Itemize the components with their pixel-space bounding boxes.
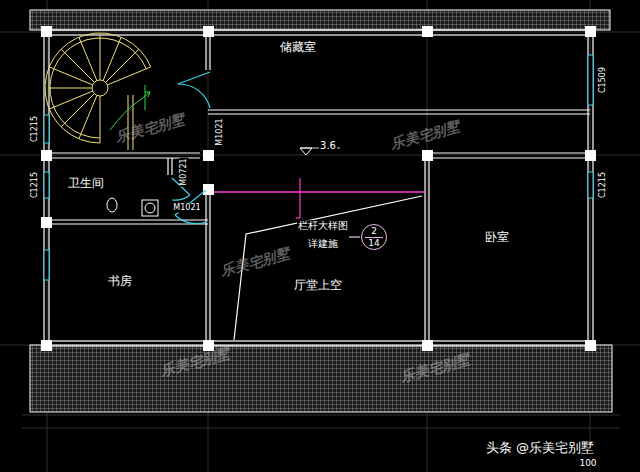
fixtures xyxy=(107,198,158,216)
source-credit: 头条 @乐美宅别墅 xyxy=(485,441,595,456)
room-box: 厅堂上空 xyxy=(290,277,346,295)
door-code: M1021 xyxy=(172,203,201,212)
dimension: 100 xyxy=(578,458,597,468)
watermark: 乐美宅别墅 xyxy=(114,111,186,145)
window-code: C1215 xyxy=(598,171,607,199)
room-name: 卧室 xyxy=(485,231,509,245)
detail-note: 详建施 xyxy=(307,238,339,250)
room-name: 储藏室 xyxy=(280,41,316,55)
watermark: 乐美宅别墅 xyxy=(389,118,461,152)
window-code: C1509 xyxy=(598,66,607,94)
railing xyxy=(210,191,425,193)
detail-note: 栏杆大样图 xyxy=(297,220,349,232)
roof-band xyxy=(30,10,610,30)
room-name: 卫生间 xyxy=(68,177,104,191)
callout-number: 14 xyxy=(368,239,379,248)
doors xyxy=(172,72,210,224)
balcony-band xyxy=(30,345,612,412)
level-mark xyxy=(300,148,312,155)
window-code: C1215 xyxy=(30,171,39,199)
door-code: M0721 xyxy=(179,157,188,186)
watermark: 乐美宅别墅 xyxy=(219,245,291,279)
railing-leader xyxy=(299,178,300,218)
level-value: 3.6 xyxy=(319,140,337,152)
room-name: 厅堂上空 xyxy=(294,279,342,293)
railing-leader xyxy=(296,217,300,218)
room-box: 储藏室 xyxy=(276,39,320,57)
room-box: 书房 xyxy=(104,273,136,291)
callout-circle: 214 xyxy=(361,224,387,250)
window-code: C1215 xyxy=(30,115,39,143)
room-name: 书房 xyxy=(108,275,132,289)
windows xyxy=(44,55,593,280)
columns xyxy=(41,26,596,351)
room-box: 卧室 xyxy=(481,229,513,247)
room-box: 卫生间 xyxy=(64,175,108,193)
callout-number: 2 xyxy=(371,227,377,236)
callout-leader xyxy=(349,237,360,238)
callout-divider xyxy=(365,237,383,238)
door-code: M1021 xyxy=(215,117,224,146)
walls xyxy=(44,30,593,346)
